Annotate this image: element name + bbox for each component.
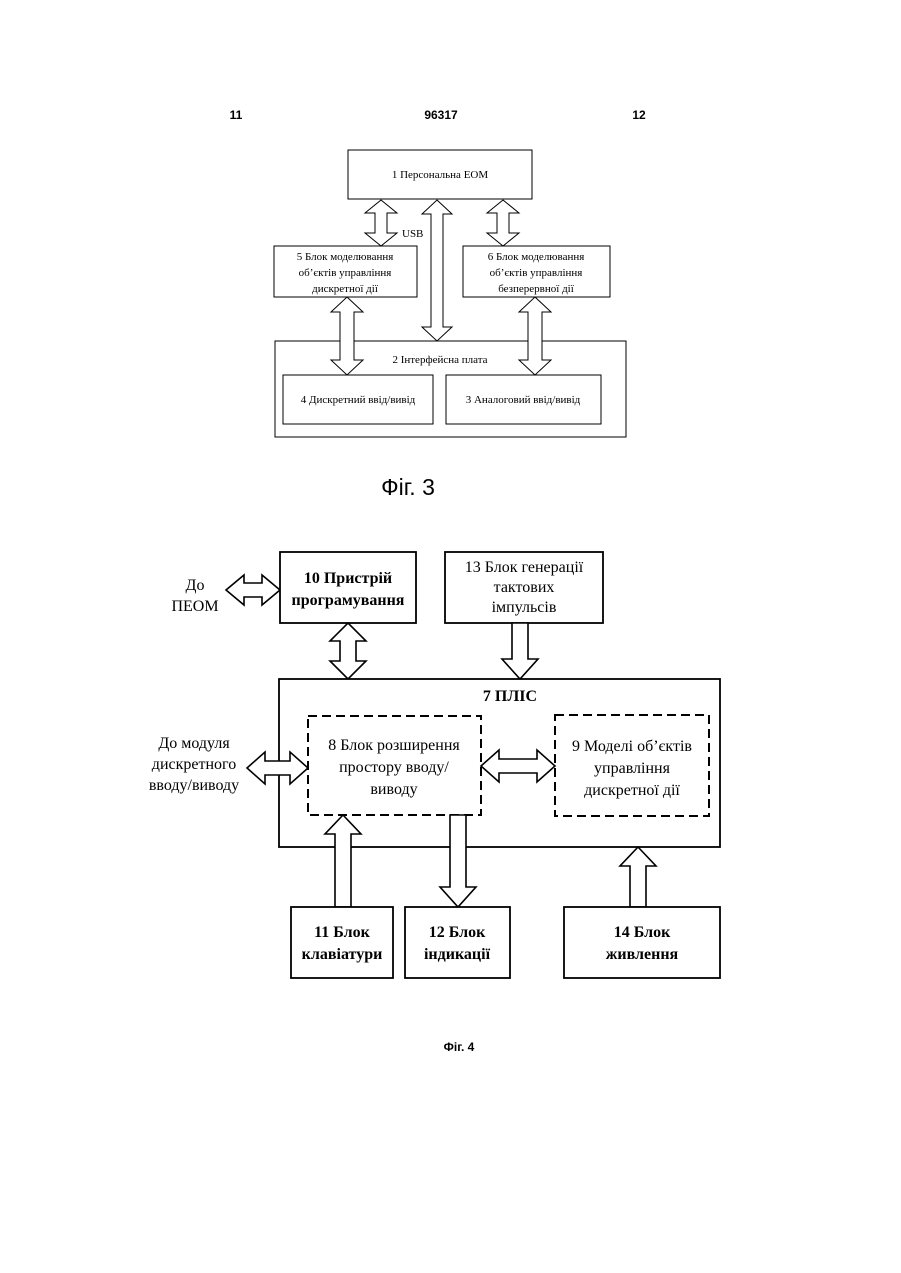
fig4-to-module-line2: дискретного	[152, 756, 236, 773]
fig4-arrow-pc-block10	[226, 575, 280, 605]
patent-number: 96317	[424, 108, 458, 122]
fig4-to-pc-line1: До	[186, 577, 205, 594]
fig4-to-pc-line2: ПЕОМ	[171, 598, 218, 615]
fig3-block-5-line3: дискретної дії	[312, 283, 379, 295]
fig4-arrow-block11-block8	[325, 815, 361, 907]
fig3-block-5-line2: об’єктів управління	[299, 267, 392, 279]
fig3-arrow-pc-block6	[487, 200, 519, 246]
fig4-block-14-line2: живлення	[606, 946, 679, 963]
fig3-arrow-pc-block5	[365, 200, 397, 246]
fig4-to-module-line1: До модуля	[158, 735, 230, 752]
fig4-block-12-line2: індикації	[424, 946, 491, 963]
fig4-block-13-line3: імпульсів	[492, 599, 557, 616]
fig4-block-10-line1: 10 Пристрій	[304, 570, 392, 587]
fig4-block-7-label: 7 ПЛІС	[483, 688, 537, 705]
fig4-block-10-line2: програмування	[292, 592, 405, 609]
page-number-right: 12	[632, 108, 646, 122]
fig3-block-5-line1: 5 Блок моделювання	[297, 251, 394, 263]
fig4-block-9-line1: 9 Моделі об’єктів	[572, 738, 692, 755]
fig4-arrow-block13-pld	[502, 623, 538, 679]
fig4-block-11-line1: 11 Блок	[314, 924, 370, 941]
fig3-block-6-line2: об’єктів управління	[490, 267, 583, 279]
fig4-block-11	[291, 907, 393, 978]
fig4-to-module-line3: вводу/виводу	[149, 777, 239, 794]
fig3-arrow-block6-block3	[519, 297, 551, 375]
figure-4: До ПЕОМ 10 Пристрій програмування 13 Бло…	[149, 552, 720, 1054]
fig4-block-8-line2: простору вводу/	[339, 759, 449, 776]
fig3-arrow-block5-block4	[331, 297, 363, 375]
fig3-usb-label: USB	[402, 228, 423, 240]
fig4-block-14-line1: 14 Блок	[614, 924, 671, 941]
fig4-block-13-line1: 13 Блок генерації	[465, 559, 584, 576]
fig4-block-10	[280, 552, 416, 623]
fig4-block-9-line2: управління	[594, 760, 671, 777]
fig3-block-1-label: 1 Персональна ЕОМ	[392, 169, 489, 181]
fig4-block-9-line3: дискретної дії	[584, 782, 680, 799]
fig4-block-14	[564, 907, 720, 978]
fig4-block-8-line3: виводу	[370, 781, 417, 798]
fig4-block-8-line1: 8 Блок розширення	[328, 737, 460, 754]
fig3-block-6-line1: 6 Блок моделювання	[488, 251, 585, 263]
fig3-block-2-label: 2 Інтерфейсна плата	[392, 354, 487, 366]
fig4-block-12-line1: 12 Блок	[429, 924, 486, 941]
fig3-caption: Фіг. 3	[381, 474, 435, 500]
fig3-block-4-label: 4 Дискретний ввід/вивід	[301, 394, 416, 406]
fig4-block-12	[405, 907, 510, 978]
fig4-arrow-block14-pld	[620, 847, 656, 907]
fig4-block-13-line2: тактових	[494, 579, 555, 596]
fig3-block-3-label: 3 Аналоговий ввід/вивід	[466, 394, 581, 406]
fig4-block-11-line2: клавіатури	[302, 946, 383, 963]
fig3-block-6-line3: безперервної дії	[498, 283, 575, 295]
fig3-arrow-pc-board	[422, 200, 452, 341]
fig4-caption: Фіг. 4	[444, 1040, 475, 1054]
page-number-left: 11	[230, 108, 243, 122]
fig4-arrow-block10-pld	[330, 623, 366, 679]
figure-3: 1 Персональна ЕОМ 5 Блок моделювання об’…	[274, 150, 626, 500]
